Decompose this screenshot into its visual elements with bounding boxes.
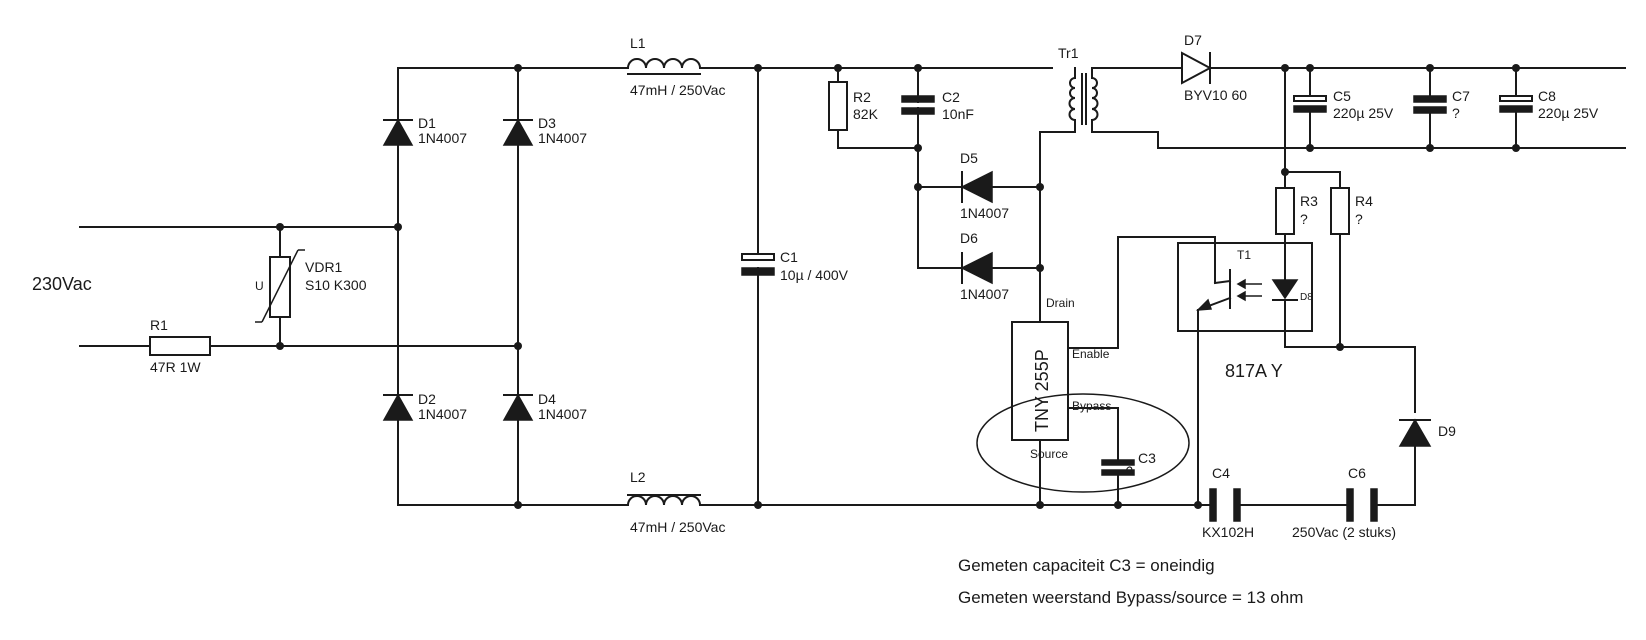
diode-d1: D1 1N4007 (382, 115, 467, 146)
capacitor-c4: C4 KX102H (1202, 465, 1254, 540)
d7-value: BYV10 60 (1184, 87, 1247, 103)
vdr1-value: S10 K300 (305, 277, 367, 293)
c2-value: 10nF (942, 106, 974, 122)
capacitor-c2: C2 10nF (900, 89, 974, 122)
d8-ref: D8 (1300, 292, 1313, 303)
c3-ref: C3 (1138, 450, 1156, 466)
c8-value: 220µ 25V (1538, 105, 1599, 121)
r4-ref: R4 (1355, 193, 1373, 209)
diode-d7: D7 BYV10 60 (1181, 32, 1247, 103)
diode-d3: D3 1N4007 (502, 115, 587, 146)
c5-ref: C5 (1333, 88, 1351, 104)
d1-ref: D1 (418, 115, 436, 131)
resistor-r4: R4 ? (1330, 187, 1373, 235)
c4-value: KX102H (1202, 524, 1254, 540)
d4-value: 1N4007 (538, 406, 587, 422)
r2-value: 82K (853, 106, 879, 122)
d6-ref: D6 (960, 230, 978, 246)
diode-d5: D5 1N4007 (960, 150, 1009, 221)
ic-pin-source: Source (1030, 447, 1068, 461)
r1-ref: R1 (150, 317, 168, 333)
inductor-l2: L2 47mH / 250Vac (626, 469, 725, 535)
tr1-ref: Tr1 (1058, 45, 1079, 61)
capacitor-c1: C1 10µ / 400V (741, 249, 849, 283)
transformer-tr1: Tr1 (1058, 45, 1099, 125)
capacitor-c3: C3 ? (1101, 450, 1156, 479)
resistor-r2: R2 82K (828, 81, 879, 131)
resistor-r1: R1 47R 1W (149, 317, 211, 375)
diode-d6: D6 1N4007 (960, 230, 1009, 302)
ic-part-number: TNY 255P (1032, 349, 1052, 432)
d2-value: 1N4007 (418, 406, 467, 422)
r4-value: ? (1355, 211, 1363, 227)
l1-ref: L1 (630, 35, 646, 51)
ic-pin-bypass: Bypass (1072, 399, 1111, 413)
c6-ref: C6 (1348, 465, 1366, 481)
ic-pin-enable: Enable (1072, 347, 1110, 361)
c5-value: 220µ 25V (1333, 105, 1394, 121)
d9-ref: D9 (1438, 423, 1456, 439)
vdr1-symbol-letter: U (255, 279, 264, 293)
varistor-vdr1: U VDR1 S10 K300 (255, 249, 367, 323)
d3-ref: D3 (538, 115, 556, 131)
d6-value: 1N4007 (960, 286, 1009, 302)
d2-ref: D2 (418, 391, 436, 407)
c7-value: ? (1452, 105, 1460, 121)
optocoupler-817a: T1 D8 817A Y (1177, 242, 1313, 381)
vdr1-ref: VDR1 (305, 259, 343, 275)
d5-value: 1N4007 (960, 205, 1009, 221)
d5-ref: D5 (960, 150, 978, 166)
ic-tny255p: TNY 255P Drain Enable Bypass Source (1011, 296, 1111, 461)
l2-ref: L2 (630, 469, 646, 485)
diode-d2: D2 1N4007 (382, 391, 467, 422)
capacitor-c7: C7 ? (1413, 88, 1470, 121)
inductor-l1: L1 47mH / 250Vac (626, 35, 725, 98)
r2-ref: R2 (853, 89, 871, 105)
c8-ref: C8 (1538, 88, 1556, 104)
c4-ref: C4 (1212, 465, 1230, 481)
c6-value: 250Vac (2 stuks) (1292, 524, 1396, 540)
c1-ref: C1 (780, 249, 798, 265)
c7-ref: C7 (1452, 88, 1470, 104)
input-voltage-label: 230Vac (32, 274, 92, 294)
resistor-r3: R3 ? (1275, 187, 1318, 235)
l1-value: 47mH / 250Vac (630, 82, 725, 98)
note-c3-capacity: Gemeten capaciteit C3 = oneindig (958, 556, 1215, 575)
c1-value: 10µ / 400V (780, 267, 849, 283)
d7-ref: D7 (1184, 32, 1202, 48)
d3-value: 1N4007 (538, 130, 587, 146)
d4-ref: D4 (538, 391, 556, 407)
r1-value: 47R 1W (150, 359, 201, 375)
d1-value: 1N4007 (418, 130, 467, 146)
l2-value: 47mH / 250Vac (630, 519, 725, 535)
highlight-ellipse (976, 393, 1190, 493)
opto-part-number: 817A Y (1225, 361, 1283, 381)
junction-dots (276, 64, 1520, 509)
capacitor-c5: C5 220µ 25V (1293, 88, 1394, 121)
r3-value: ? (1300, 211, 1308, 227)
ic-pin-drain: Drain (1046, 296, 1075, 310)
capacitor-c8: C8 220µ 25V (1499, 88, 1599, 121)
r3-ref: R3 (1300, 193, 1318, 209)
diode-d9: D9 (1398, 418, 1456, 447)
c2-ref: C2 (942, 89, 960, 105)
capacitor-c6: C6 250Vac (2 stuks) (1292, 465, 1396, 540)
diode-d4: D4 1N4007 (502, 391, 587, 422)
t1-ref: T1 (1237, 248, 1251, 262)
note-bypass-resistance: Gemeten weerstand Bypass/source = 13 ohm (958, 588, 1303, 607)
